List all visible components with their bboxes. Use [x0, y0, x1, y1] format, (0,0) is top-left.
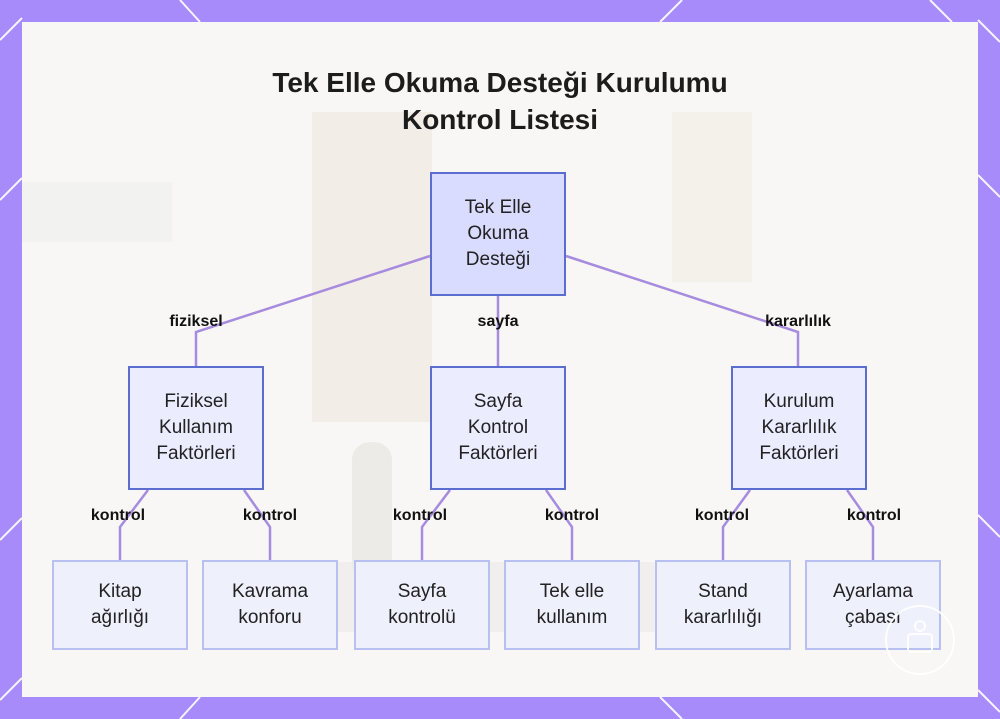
leaf-kitap-agirligi: Kitap ağırlığı — [52, 560, 188, 650]
edge-label-kontrol: kontrol — [90, 507, 146, 524]
diagram-panel: Tek Elle Okuma Desteği Kurulumu Kontrol … — [22, 22, 978, 697]
edge-label-fiziksel: fiziksel — [169, 313, 223, 330]
node-fiziksel-kullanim: Fiziksel Kullanım Faktörleri — [128, 366, 264, 490]
node-sayfa-kontrol: Sayfa Kontrol Faktörleri — [430, 366, 566, 490]
node-label: Sayfa Kontrol Faktörleri — [458, 391, 538, 464]
root-node: Tek Elle Okuma Desteği — [430, 172, 566, 296]
root-node-label: Tek Elle Okuma Desteği — [464, 197, 532, 270]
edge-label-kontrol: kontrol — [846, 507, 902, 524]
leaf-label: Ayarlama çabası — [833, 581, 913, 628]
edge-kararlilik-stand — [721, 489, 752, 560]
page-title: Tek Elle Okuma Desteği Kurulumu Kontrol … — [22, 64, 978, 138]
edge-label-kontrol: kontrol — [392, 507, 448, 524]
edge-fiziksel-kavrama — [242, 489, 272, 560]
edge-label-sayfa: sayfa — [477, 313, 519, 330]
edge-kararlilik-ayarlama — [845, 489, 875, 560]
leaf-label: Kitap ağırlığı — [90, 581, 150, 628]
edge-sayfa-tekelle — [544, 489, 574, 560]
node-label: Kurulum Kararlılık Faktörleri — [759, 391, 839, 464]
edge-label-kontrol: kontrol — [544, 507, 600, 524]
watermark-logo — [885, 605, 955, 675]
edge-label-kontrol: kontrol — [242, 507, 298, 524]
edge-label-kontrol: kontrol — [694, 507, 750, 524]
leaf-label: Sayfa kontrolü — [388, 581, 456, 628]
leaf-tek-elle-kullanim: Tek elle kullanım — [504, 560, 640, 650]
edge-layer — [118, 254, 875, 560]
title-line-1: Tek Elle Okuma Desteği Kurulumu — [272, 67, 728, 98]
leaf-stand-kararliligi: Stand kararlılığı — [655, 560, 791, 650]
leaf-label: Tek elle kullanım — [536, 581, 608, 628]
node-kurulum-kararlilik: Kurulum Kararlılık Faktörleri — [731, 366, 867, 490]
leaf-sayfa-kontrolu: Sayfa kontrolü — [354, 560, 490, 650]
edge-root-fiziksel — [194, 254, 431, 366]
edge-root-kararlilik — [565, 254, 800, 366]
edge-fiziksel-kitap — [118, 489, 149, 560]
title-line-2: Kontrol Listesi — [401, 104, 598, 135]
node-label: Fiziksel Kullanım Faktörleri — [156, 391, 236, 464]
edge-label-kararlilik: kararlılık — [765, 313, 831, 330]
edge-sayfa-kontrolu — [420, 489, 451, 560]
leaf-label: Kavrama konforu — [231, 581, 309, 628]
leaf-kavrama-konforu: Kavrama konforu — [202, 560, 338, 650]
leaf-label: Stand kararlılığı — [683, 581, 763, 628]
